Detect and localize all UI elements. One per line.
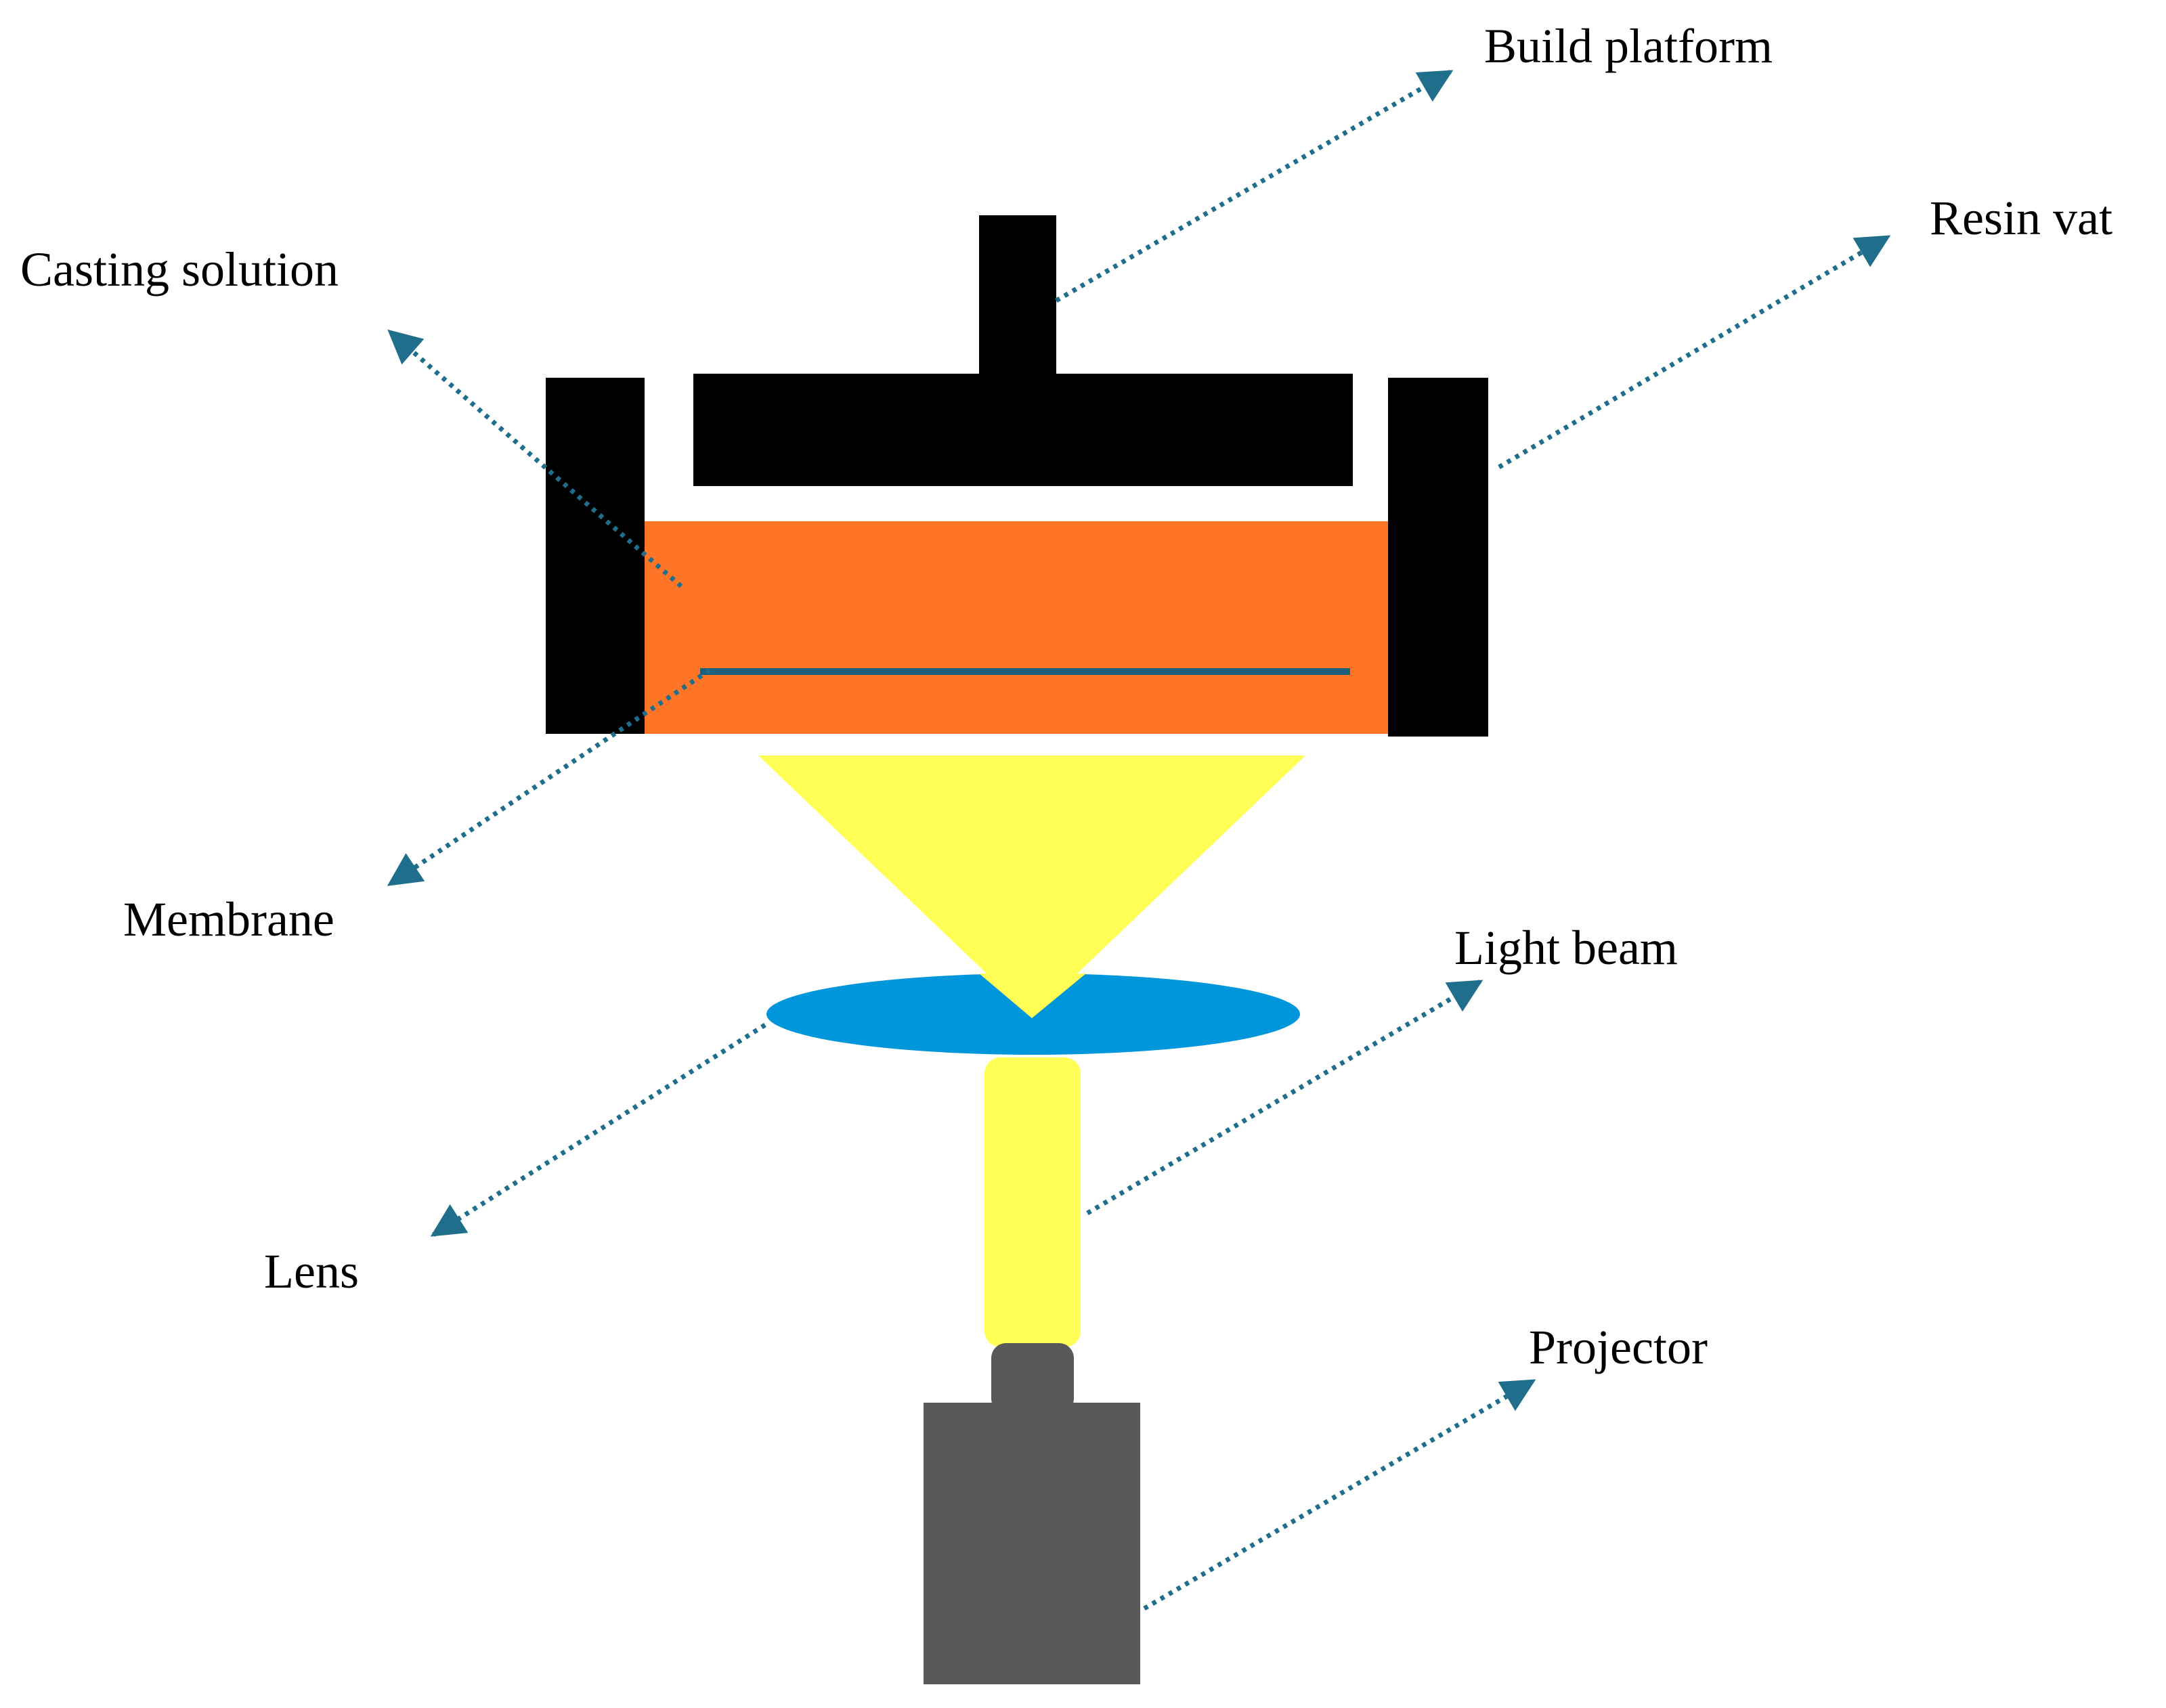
light-beam-column [984,1057,1081,1347]
projector-label: Projector [1529,1320,1708,1374]
resin-vat-leader [1498,234,1891,470]
resin-vat-right-wall [1388,378,1488,737]
leader-arrows [387,69,1891,1611]
light-cone-tip [979,973,1086,1018]
light-beam-label: Light beam [1454,921,1678,975]
light-beam-leader [1086,979,1483,1216]
projector-body [924,1403,1140,1684]
casting-solution-label: Casting solution [20,242,339,297]
lens-leader [430,1023,766,1237]
projector-leader [1143,1378,1536,1611]
membrane-leader [387,668,711,886]
resin-vat-label: Resin vat [1930,191,2113,245]
build-platform-label: Build platform [1484,19,1773,73]
projector-nozzle [991,1343,1074,1414]
build-platform-stem [979,215,1056,378]
casting-solution-leader [387,329,683,588]
light-cone [758,756,1305,1017]
membrane-label: Membrane [123,892,334,946]
casting-solution [645,521,1388,734]
build-platform-leader [1055,69,1454,303]
lens-label: Lens [264,1244,359,1298]
resin-vat-left-wall [546,378,645,734]
build-platform-plate [693,374,1353,486]
